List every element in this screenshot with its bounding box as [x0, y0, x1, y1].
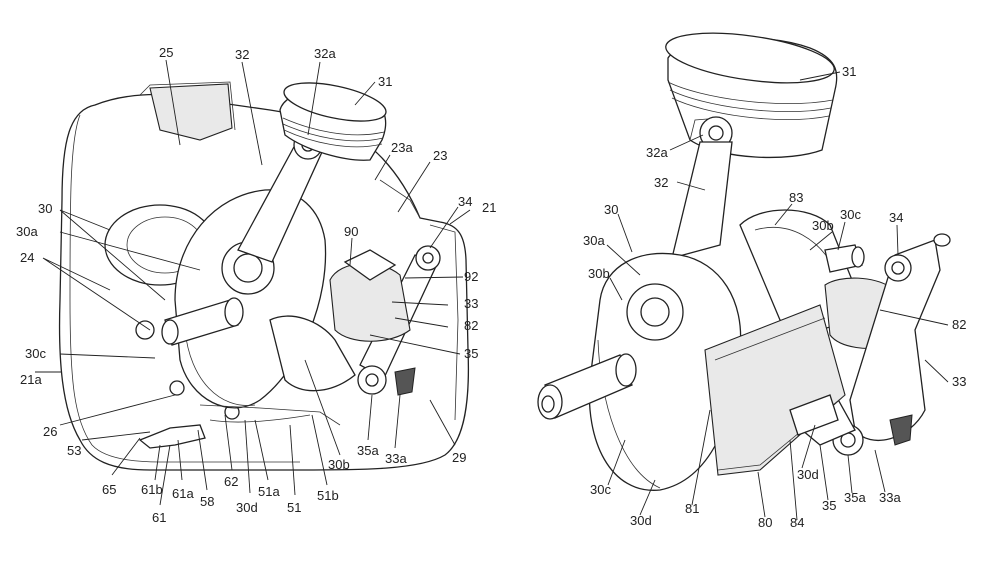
left-leaders	[35, 59, 471, 506]
label-30b: 30b	[328, 457, 350, 472]
label-r30a: 30a	[583, 233, 605, 248]
connecting-rod-right	[671, 141, 733, 259]
label-r33a: 33a	[879, 490, 901, 505]
label-r30b: 30b	[812, 218, 834, 233]
label-r35a: 35a	[844, 490, 866, 505]
label-61a: 61a	[172, 486, 194, 501]
label-51b: 51b	[317, 488, 339, 503]
label-32a: 32a	[314, 46, 336, 61]
label-32: 32	[235, 47, 249, 62]
label-61b: 61b	[141, 482, 163, 497]
right-leaders	[606, 71, 949, 521]
label-65: 65	[102, 482, 116, 497]
label-r83: 83	[789, 190, 803, 205]
label-r80: 80	[758, 515, 772, 530]
label-90: 90	[344, 224, 358, 239]
label-31: 31	[378, 74, 392, 89]
label-51a: 51a	[258, 484, 280, 499]
right-labels: 31 32a 32 30 83 30c 30b 34 30a 30b 82 33…	[583, 64, 966, 530]
label-58: 58	[200, 494, 214, 509]
label-r33: 33	[952, 374, 966, 389]
label-34: 34	[458, 194, 472, 209]
piston-right	[665, 32, 838, 159]
label-25: 25	[159, 45, 173, 60]
crank-assembly-figure	[537, 32, 951, 491]
label-r35: 35	[822, 498, 836, 513]
left-labels: 25 32 32a 31 23a 23 30 30a 34 21 90 92 2…	[16, 45, 496, 525]
label-r30d: 30d	[797, 467, 819, 482]
label-30c: 30c	[25, 346, 46, 361]
piston	[279, 82, 387, 161]
label-r30c-2: 30c	[590, 482, 611, 497]
label-23: 23	[433, 148, 447, 163]
label-r34: 34	[889, 210, 903, 225]
engine-assembly-figure	[58, 81, 470, 471]
label-61: 61	[152, 510, 166, 525]
label-30d: 30d	[236, 500, 258, 515]
label-r32: 32	[654, 175, 668, 190]
label-r31: 31	[842, 64, 856, 79]
label-30: 30	[38, 201, 52, 216]
label-r30: 30	[604, 202, 618, 217]
label-29: 29	[452, 450, 466, 465]
label-33a: 33a	[385, 451, 407, 466]
label-24: 24	[20, 250, 34, 265]
label-r30d-2: 30d	[630, 513, 652, 528]
label-r81: 81	[685, 501, 699, 516]
label-35: 35	[464, 346, 478, 361]
label-21: 21	[482, 200, 496, 215]
label-r30b-2: 30b	[588, 266, 610, 281]
label-33: 33	[464, 296, 478, 311]
label-92: 92	[464, 269, 478, 284]
label-r32a: 32a	[646, 145, 668, 160]
label-26: 26	[43, 424, 57, 439]
label-21a: 21a	[20, 372, 42, 387]
label-r82: 82	[952, 317, 966, 332]
label-62: 62	[224, 474, 238, 489]
label-35a: 35a	[357, 443, 379, 458]
label-30a: 30a	[16, 224, 38, 239]
label-82: 82	[464, 318, 478, 333]
label-23a: 23a	[391, 140, 413, 155]
label-r30c: 30c	[840, 207, 861, 222]
label-51: 51	[287, 500, 301, 515]
label-r84: 84	[790, 515, 804, 530]
label-53: 53	[67, 443, 81, 458]
